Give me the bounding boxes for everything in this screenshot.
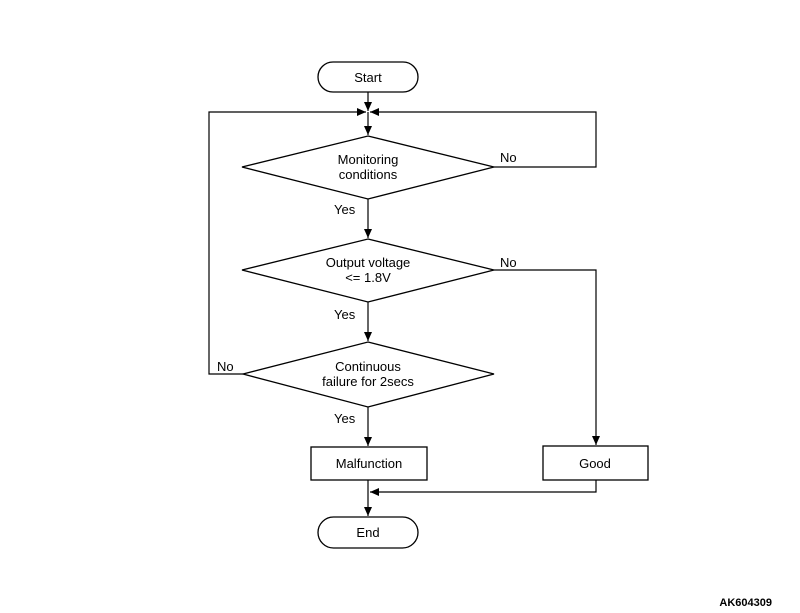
decision-output-voltage: Output voltage <= 1.8V [241,238,495,303]
edge-label-continuous-yes: Yes [334,411,356,426]
node-start: Start [317,61,419,93]
edge-label-voltage-no: No [500,255,517,270]
decision-continuous-failure: Continuous failure for 2secs [240,341,495,408]
node-start-label: Start [354,70,382,85]
connector-continuous-no-loop [208,108,366,375]
connectors [208,92,600,516]
edge-label-monitoring-no: No [500,150,517,165]
figure-id: AK604309 [719,597,772,609]
connector-voltage-no [494,269,600,445]
decision-monitoring-conditions: Monitoring conditions [241,135,495,200]
process-good: Good [542,445,649,481]
connector-good-end [370,480,597,496]
edge-label-voltage-yes: Yes [334,307,356,322]
decision-monitoring-label-line2: conditions [339,167,398,182]
edge-label-continuous-no: No [217,359,234,374]
process-malfunction-label: Malfunction [336,456,402,471]
decision-voltage-label-line1: Output voltage [326,255,411,270]
decision-monitoring-label-line1: Monitoring [338,152,399,167]
node-end: End [317,516,419,549]
decision-continuous-label-line1: Continuous [335,359,401,374]
edge-label-monitoring-yes: Yes [334,202,356,217]
node-end-label: End [356,525,379,540]
decision-voltage-label-line2: <= 1.8V [345,270,391,285]
connector-monitoring-no-loop [370,108,597,168]
decision-continuous-label-line2: failure for 2secs [322,374,414,389]
process-good-label: Good [579,456,611,471]
process-malfunction: Malfunction [310,446,428,481]
